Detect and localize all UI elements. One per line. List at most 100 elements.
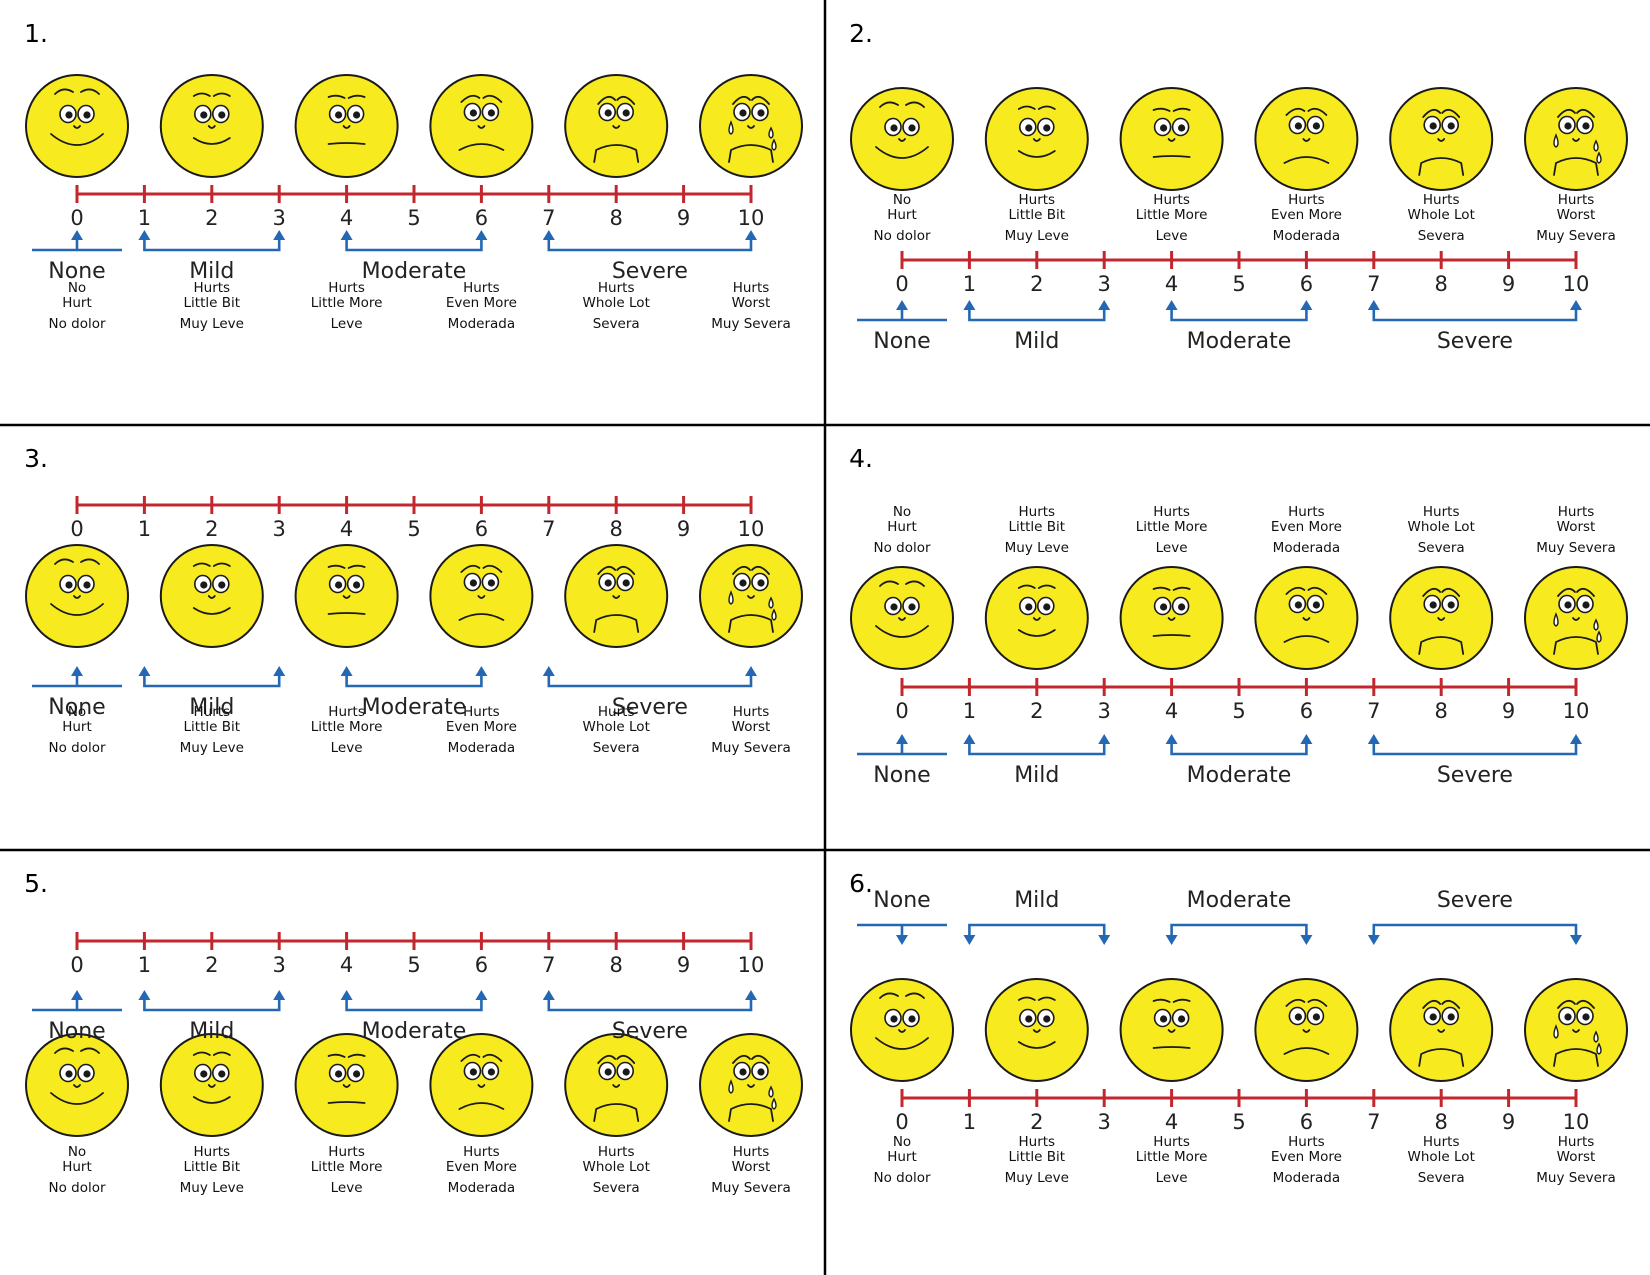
descriptor-line1: Hurts <box>1423 192 1460 208</box>
hurts-little-more-face-icon <box>294 544 399 648</box>
descriptor-line1: Hurts <box>1558 192 1595 208</box>
descriptor-spanish: Moderada <box>1273 1170 1340 1186</box>
category-label: None <box>48 695 105 720</box>
category-label: None <box>48 259 105 284</box>
category-label: Moderate <box>1187 888 1292 913</box>
category-bracket-severe <box>1367 300 1582 322</box>
category-label: Mild <box>189 695 234 720</box>
hurts-little-bit-face-icon <box>984 87 1089 191</box>
hurts-little-more-face-icon <box>1119 978 1224 1082</box>
descriptor-line1: Hurts <box>328 704 365 720</box>
descriptor-spanish: No dolor <box>873 228 930 244</box>
tick-label: 0 <box>895 1110 908 1134</box>
descriptor-spanish: Severa <box>593 1180 640 1196</box>
descriptor-line2: Even More <box>1271 207 1342 223</box>
descriptor-line2: Hurt <box>887 207 917 223</box>
hurts-whole-lot-face-icon <box>1389 87 1494 191</box>
category-label: None <box>48 1019 105 1044</box>
tick-label: 2 <box>205 206 218 230</box>
descriptor-line1: No <box>68 704 86 720</box>
tick-label: 2 <box>1030 699 1043 723</box>
tick-label: 4 <box>1165 272 1178 296</box>
category-bracket-severe <box>542 666 757 688</box>
descriptor-line2: Even More <box>446 295 517 311</box>
descriptor-line2: Little Bit <box>184 719 241 735</box>
descriptor-line1: Hurts <box>733 280 770 296</box>
descriptor-line2: Even More <box>446 1159 517 1175</box>
tick-label: 7 <box>1367 1110 1380 1134</box>
tick-label: 2 <box>1030 1110 1043 1134</box>
tick-label: 8 <box>1435 1110 1448 1134</box>
descriptor-spanish: Severa <box>1418 1170 1465 1186</box>
tick-label: 8 <box>1435 272 1448 296</box>
tick-label: 1 <box>963 272 976 296</box>
category-label: Mild <box>1014 888 1059 913</box>
tick-label: 9 <box>677 517 690 541</box>
tick-label: 6 <box>475 206 488 230</box>
category-bracket-severe <box>542 990 757 1012</box>
hurts-whole-lot-face-icon <box>1389 566 1494 670</box>
hurts-little-bit-face-icon <box>159 74 264 178</box>
descriptor-line2: Worst <box>732 719 771 735</box>
descriptor-spanish: Muy Severa <box>711 1180 790 1196</box>
descriptor-spanish: Leve <box>1156 228 1188 244</box>
descriptor-spanish: Muy Leve <box>180 740 244 756</box>
descriptor-line2: Hurt <box>62 295 92 311</box>
tick-label: 5 <box>1232 1110 1245 1134</box>
descriptor-spanish: Muy Leve <box>180 1180 244 1196</box>
tick-label: 2 <box>1030 272 1043 296</box>
descriptor-line1: Hurts <box>1019 504 1056 520</box>
category-bracket-mild <box>963 923 1111 945</box>
category-label: Mild <box>1014 763 1059 788</box>
tick-label: 8 <box>610 953 623 977</box>
descriptor-spanish: Muy Severa <box>1536 540 1615 556</box>
category-bracket-severe <box>1367 734 1582 756</box>
tick-label: 3 <box>1098 272 1111 296</box>
tick-label: 1 <box>138 953 151 977</box>
descriptor-spanish: Moderada <box>448 316 515 332</box>
descriptor-line1: Hurts <box>1153 192 1190 208</box>
panel-label: 6. <box>849 869 873 898</box>
category-bracket-moderate <box>340 230 488 252</box>
descriptor-line1: No <box>893 1134 911 1150</box>
tick-label: 7 <box>542 206 555 230</box>
descriptor-spanish: Severa <box>593 740 640 756</box>
no-hurt-face-icon <box>850 566 954 670</box>
descriptor-line1: No <box>893 504 911 520</box>
tick-label: 5 <box>407 517 420 541</box>
hurts-little-bit-face-icon <box>984 978 1089 1082</box>
descriptor-spanish: Moderada <box>1273 540 1340 556</box>
descriptor-line1: Hurts <box>1558 1134 1595 1150</box>
tick-label: 6 <box>475 517 488 541</box>
descriptor-line2: Worst <box>732 1159 771 1175</box>
tick-label: 10 <box>1563 1110 1590 1134</box>
descriptor-spanish: Leve <box>331 1180 363 1196</box>
category-label: Severe <box>1437 763 1513 788</box>
descriptor-line2: Whole Lot <box>1408 207 1475 223</box>
descriptor-line2: Little Bit <box>184 1159 241 1175</box>
category-label: None <box>873 763 930 788</box>
descriptor-line2: Whole Lot <box>1408 1149 1475 1165</box>
hurts-little-bit-face-icon <box>984 566 1089 670</box>
hurts-whole-lot-face-icon <box>564 74 669 178</box>
descriptor-spanish: Severa <box>1418 228 1465 244</box>
tick-label: 4 <box>340 206 353 230</box>
descriptor-line2: Whole Lot <box>583 295 650 311</box>
tick-label: 5 <box>407 953 420 977</box>
category-bracket-none <box>32 666 122 688</box>
tick-label: 3 <box>273 953 286 977</box>
descriptor-line2: Little More <box>311 719 383 735</box>
descriptor-line2: Even More <box>1271 1149 1342 1165</box>
tick-label: 7 <box>1367 272 1380 296</box>
tick-label: 8 <box>1435 699 1448 723</box>
descriptor-line1: Hurts <box>463 280 500 296</box>
tick-label: 7 <box>1367 699 1380 723</box>
descriptor-line2: Whole Lot <box>1408 519 1475 535</box>
descriptor-line1: Hurts <box>733 704 770 720</box>
category-label: Moderate <box>362 259 467 284</box>
